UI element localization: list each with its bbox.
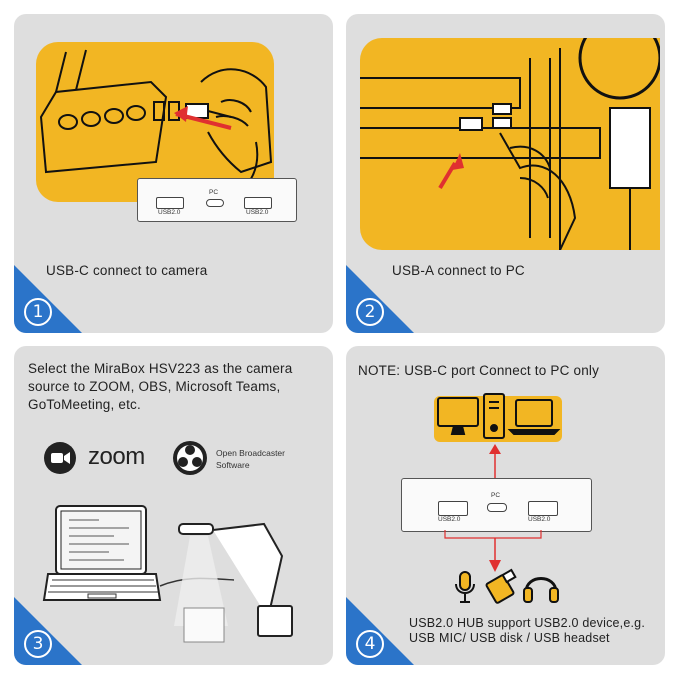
note-text: NOTE: USB-C port Connect to PC only (358, 363, 600, 378)
instruction-line-1: Select the MiraBox HSV223 as the camera (28, 361, 293, 376)
usb-devices-icons (455, 568, 559, 604)
step-number: 4 (356, 630, 384, 658)
obs-logo-icon (173, 441, 207, 475)
tower-icon (483, 393, 505, 439)
panel-usb-hub-note: NOTE: USB-C port Connect to PC only PC U… (346, 346, 665, 665)
zoom-camera-icon (44, 442, 76, 474)
pc-label: PC (491, 492, 501, 499)
step-corner (346, 265, 414, 333)
caption: USB-C connect to camera (46, 263, 208, 278)
laptop-icon (507, 399, 561, 435)
usb-a-port-left (438, 501, 468, 516)
usb-c-port (487, 503, 507, 512)
laptop-camera-drawing (42, 505, 293, 643)
panel-usb-c-camera: PC USB2.0 USB2.0 USB-C connect to camera… (14, 14, 333, 333)
step-corner (14, 265, 82, 333)
usb-disk-icon (485, 568, 517, 604)
step-number: 3 (24, 630, 52, 658)
pc-illustration (360, 38, 660, 250)
zoom-logo-text: zoom (88, 443, 145, 470)
usb2-label-right: USB2.0 (528, 516, 551, 523)
step-corner (14, 597, 82, 665)
monitor-icon (437, 397, 479, 435)
usb-a-port-right (244, 197, 272, 209)
usb-c-port (206, 199, 224, 207)
step-number: 2 (356, 298, 384, 326)
obs-label-line-2: Software (216, 460, 250, 470)
hub-support-line-1: USB2.0 HUB support USB2.0 device,e.g. (409, 616, 645, 630)
usb2-label-left: USB2.0 (158, 209, 181, 216)
usb2-label-right: USB2.0 (246, 209, 269, 216)
panel-usb-a-pc: USB-A connect to PC 2 (346, 14, 665, 333)
headset-icon (523, 577, 559, 603)
panel-software-source: Select the MiraBox HSV223 as the camera … (14, 346, 333, 665)
camera-illustration (36, 42, 274, 202)
step-number: 1 (24, 298, 52, 326)
instruction-line-3: GoToMeeting, etc. (28, 397, 141, 412)
pc-label: PC (209, 189, 219, 196)
hub-device: PC USB2.0 USB2.0 (401, 478, 592, 532)
microphone-icon (455, 571, 475, 603)
usb-a-port-right (528, 501, 558, 516)
instruction-line-2: source to ZOOM, OBS, Microsoft Teams, (28, 379, 281, 394)
camera-base-hand-drawing (39, 49, 273, 198)
hub-support-line-2: USB MIC/ USB disk / USB headset (409, 631, 610, 645)
obs-label-line-1: Open Broadcaster (216, 448, 285, 458)
hub-device: PC USB2.0 USB2.0 (137, 178, 297, 222)
down-connector (444, 530, 542, 572)
step-corner (346, 597, 414, 665)
usb2-label-left: USB2.0 (438, 516, 461, 523)
usb-a-port-left (156, 197, 184, 209)
pc-ports-hand-drawing (360, 38, 660, 250)
pc-devices-icons (437, 393, 561, 439)
caption: USB-A connect to PC (392, 263, 525, 278)
